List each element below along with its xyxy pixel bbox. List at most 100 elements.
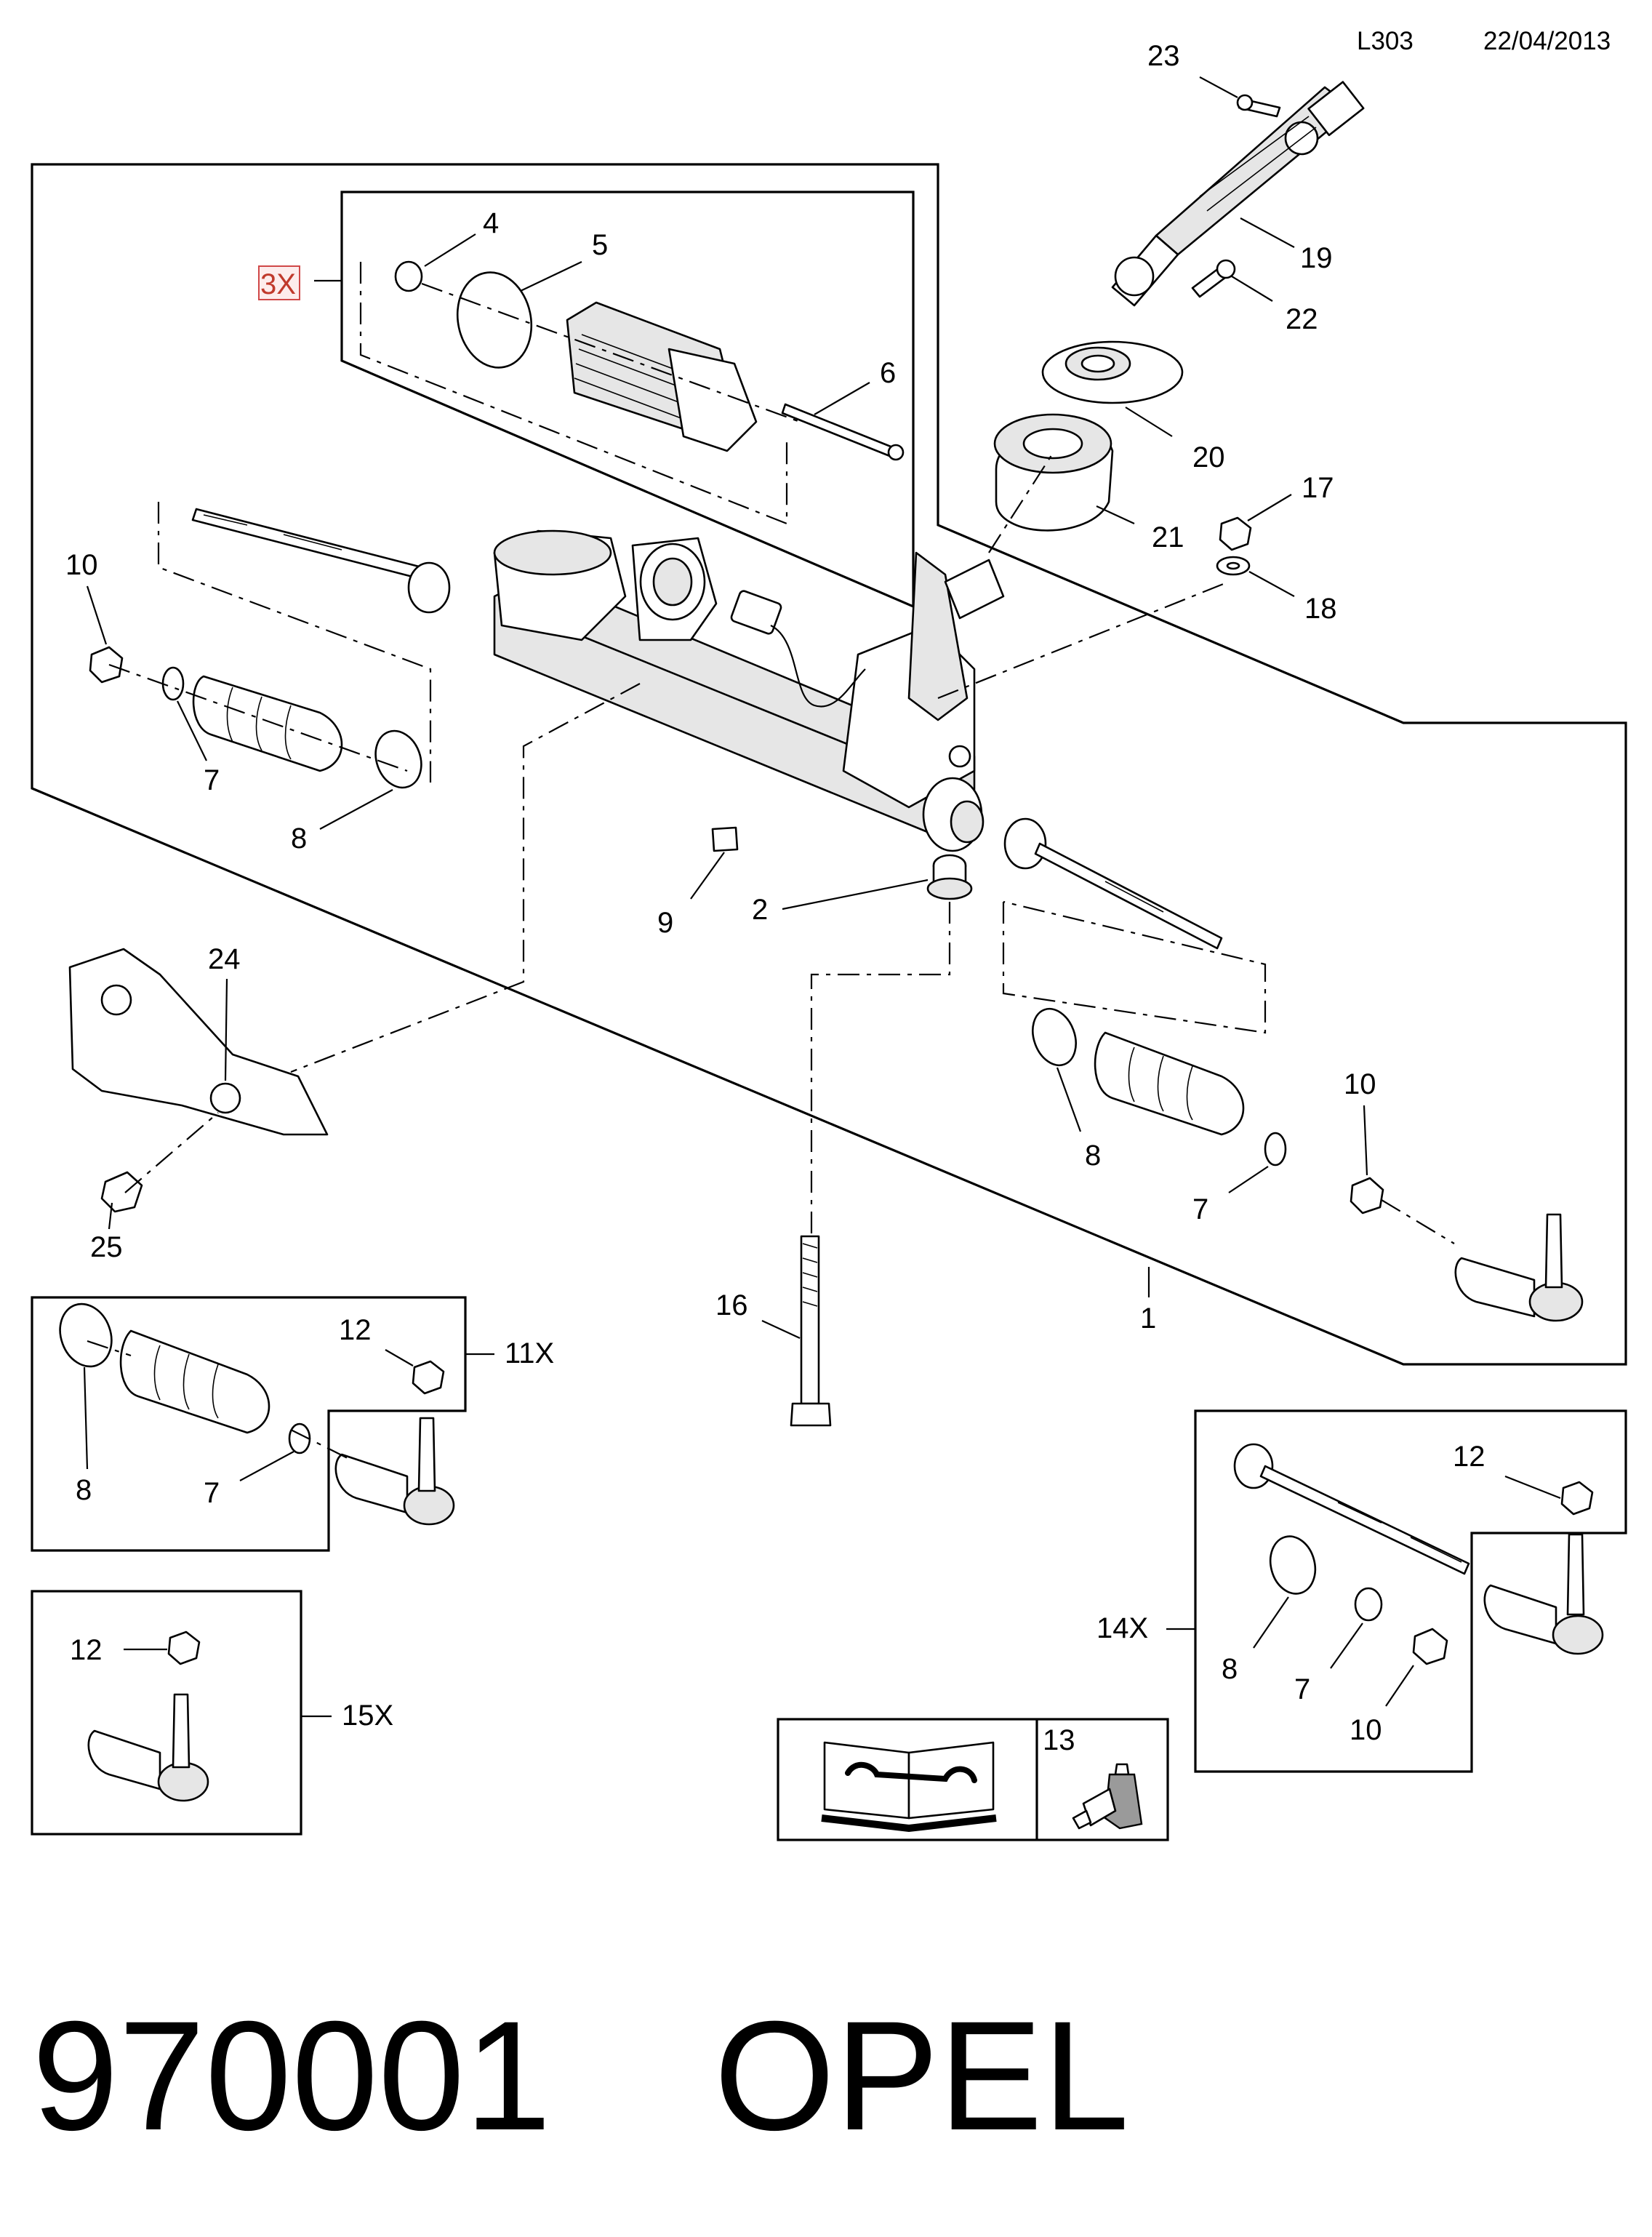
callout-19: 19 — [1240, 217, 1333, 274]
callout-18: 18 — [1248, 571, 1337, 625]
alignment-line — [988, 450, 1055, 553]
o-ring-5 — [456, 271, 533, 369]
ring-8-kit11 — [59, 1302, 113, 1368]
alignment-line — [421, 282, 801, 423]
assist-motor — [493, 529, 718, 641]
callout-10b: 10 — [1344, 1068, 1376, 1176]
svg-text:13: 13 — [1043, 1724, 1075, 1756]
callout-8b: 8 — [1056, 1067, 1101, 1172]
kit-15x-outline — [31, 1590, 302, 1836]
bolt-25 — [100, 1171, 143, 1213]
assembly-outline — [31, 163, 1627, 1366]
nut-10-left — [89, 646, 124, 684]
kit-14x-outline — [1194, 1409, 1627, 1773]
svg-text:25: 25 — [90, 1231, 123, 1263]
nut-10-kit14 — [1412, 1628, 1448, 1665]
motor-subassembly — [566, 301, 758, 452]
svg-text:15X: 15X — [342, 1700, 393, 1732]
svg-text:12: 12 — [1453, 1441, 1485, 1473]
alignment-line — [810, 902, 951, 1236]
boot-kit11 — [119, 1329, 270, 1434]
seal-21 — [993, 413, 1114, 532]
svg-text:24: 24 — [208, 943, 241, 975]
svg-text:8: 8 — [1085, 1140, 1101, 1172]
callout-15x: 15X — [301, 1700, 393, 1732]
svg-text:19: 19 — [1300, 242, 1333, 274]
nut-17 — [1219, 516, 1252, 551]
svg-text:10: 10 — [1344, 1068, 1376, 1100]
alignment-line — [87, 1340, 132, 1357]
callout-22: 22 — [1231, 276, 1318, 335]
callout-2: 2 — [752, 879, 929, 926]
alignment-line — [124, 1112, 219, 1193]
callout-14x: 14X — [1096, 1612, 1195, 1644]
callout-12b: 12 — [70, 1634, 167, 1666]
svg-text:2: 2 — [752, 894, 768, 926]
nut-12-kit14 — [1560, 1481, 1594, 1516]
nut-12-kit15 — [167, 1630, 201, 1665]
inner-tie-rod-kit14 — [1233, 1443, 1470, 1575]
steering-column — [1111, 81, 1365, 307]
svg-text:8: 8 — [1222, 1653, 1238, 1685]
alignment-line — [1381, 1199, 1455, 1244]
callout-23: 23 — [1147, 40, 1238, 98]
svg-text:7: 7 — [204, 764, 220, 796]
callout-10c: 10 — [1350, 1665, 1414, 1746]
svg-text:12: 12 — [70, 1634, 103, 1666]
clamp-7-left — [161, 666, 185, 701]
svg-text:10: 10 — [65, 549, 98, 581]
ring-8-left — [374, 729, 422, 789]
bracket-24 — [68, 948, 329, 1136]
callout-25: 25 — [90, 1202, 123, 1263]
steering-gear-housing — [493, 551, 1005, 852]
callout-12c: 12 — [1453, 1441, 1561, 1500]
alignment-line — [290, 1429, 350, 1460]
svg-text:6: 6 — [880, 357, 896, 389]
svg-text:10: 10 — [1350, 1714, 1382, 1746]
boot-left — [192, 675, 343, 772]
seal-20 — [1041, 340, 1184, 404]
svg-text:14X: 14X — [1096, 1612, 1148, 1644]
callout-12a: 12 — [339, 1314, 414, 1366]
callout-20: 20 — [1125, 407, 1225, 473]
inner-tie-rod-right — [1003, 817, 1223, 950]
svg-text:21: 21 — [1152, 521, 1184, 553]
bolt-6 — [781, 403, 905, 461]
alignment-line — [108, 663, 408, 772]
callout-8c: 8 — [76, 1366, 92, 1506]
kit-11x-outline — [31, 1296, 467, 1552]
callout-10a: 10 — [65, 549, 108, 645]
callout-3x: 3X — [258, 265, 342, 300]
svg-text:20: 20 — [1192, 441, 1225, 473]
bolt-22 — [1191, 259, 1236, 298]
callout-11x: 11X — [465, 1337, 554, 1369]
nut-12-kit11 — [412, 1360, 445, 1395]
callout-8d: 8 — [1222, 1596, 1289, 1685]
svg-text:3X: 3X — [260, 268, 296, 300]
tie-rod-end-kit11 — [334, 1417, 455, 1526]
inner-tie-rod-left — [191, 508, 451, 614]
service-info-box — [777, 1718, 1169, 1841]
callout-7a: 7 — [177, 700, 220, 796]
svg-text:1: 1 — [1140, 1302, 1156, 1334]
alignment-line — [937, 580, 1230, 700]
diagram-date: 22/04/2013 — [1483, 27, 1611, 55]
svg-text:4: 4 — [483, 207, 499, 239]
svg-text:7: 7 — [204, 1477, 220, 1509]
adhesive-bottle-icon — [1072, 1763, 1143, 1830]
alignment-line — [290, 683, 641, 1073]
bolt-23 — [1236, 94, 1281, 118]
svg-text:7: 7 — [1294, 1673, 1310, 1705]
callout-21: 21 — [1096, 505, 1184, 553]
alignment-line — [1002, 900, 1267, 1034]
svg-text:9: 9 — [657, 907, 673, 939]
alignment-line — [157, 502, 432, 783]
tie-rod-end-right — [1454, 1213, 1584, 1322]
nut-10-right — [1350, 1177, 1384, 1214]
callout-4: 4 — [424, 207, 499, 267]
callout-9: 9 — [657, 852, 725, 939]
callout-8a: 8 — [291, 789, 393, 855]
boot-right — [1094, 1031, 1245, 1136]
washer-18 — [1216, 556, 1251, 576]
